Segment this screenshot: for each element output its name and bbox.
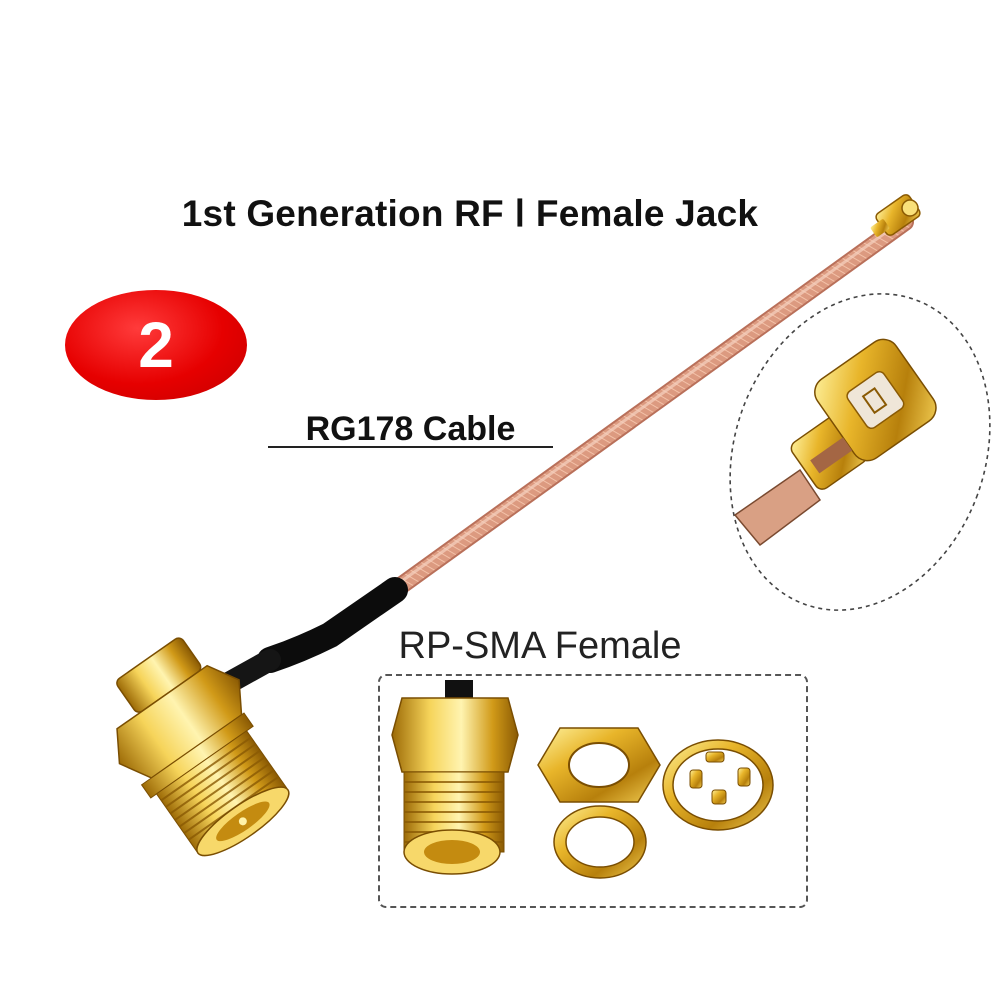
ipex-connector-icon: [870, 194, 921, 237]
heat-shrink-sleeve: [214, 577, 408, 696]
sma-parts-detail: [391, 680, 774, 879]
connector-parts-box: [378, 674, 808, 908]
number-badge: 2: [65, 290, 247, 400]
cable-label-underline: [268, 446, 553, 448]
product-title: 1st Generation RF Ⅰ Female Jack: [181, 193, 759, 234]
badge-number: 2: [138, 309, 174, 381]
connector-label: RP-SMA Female: [398, 625, 682, 667]
zoom-callout-outline: [729, 293, 991, 611]
rg178-cable: [386, 213, 914, 599]
cable-label: RG178 Cable: [305, 410, 516, 448]
rp-sma-female-connector-icon: [116, 637, 290, 857]
ipex-detail-zoom-icon: [733, 338, 937, 547]
